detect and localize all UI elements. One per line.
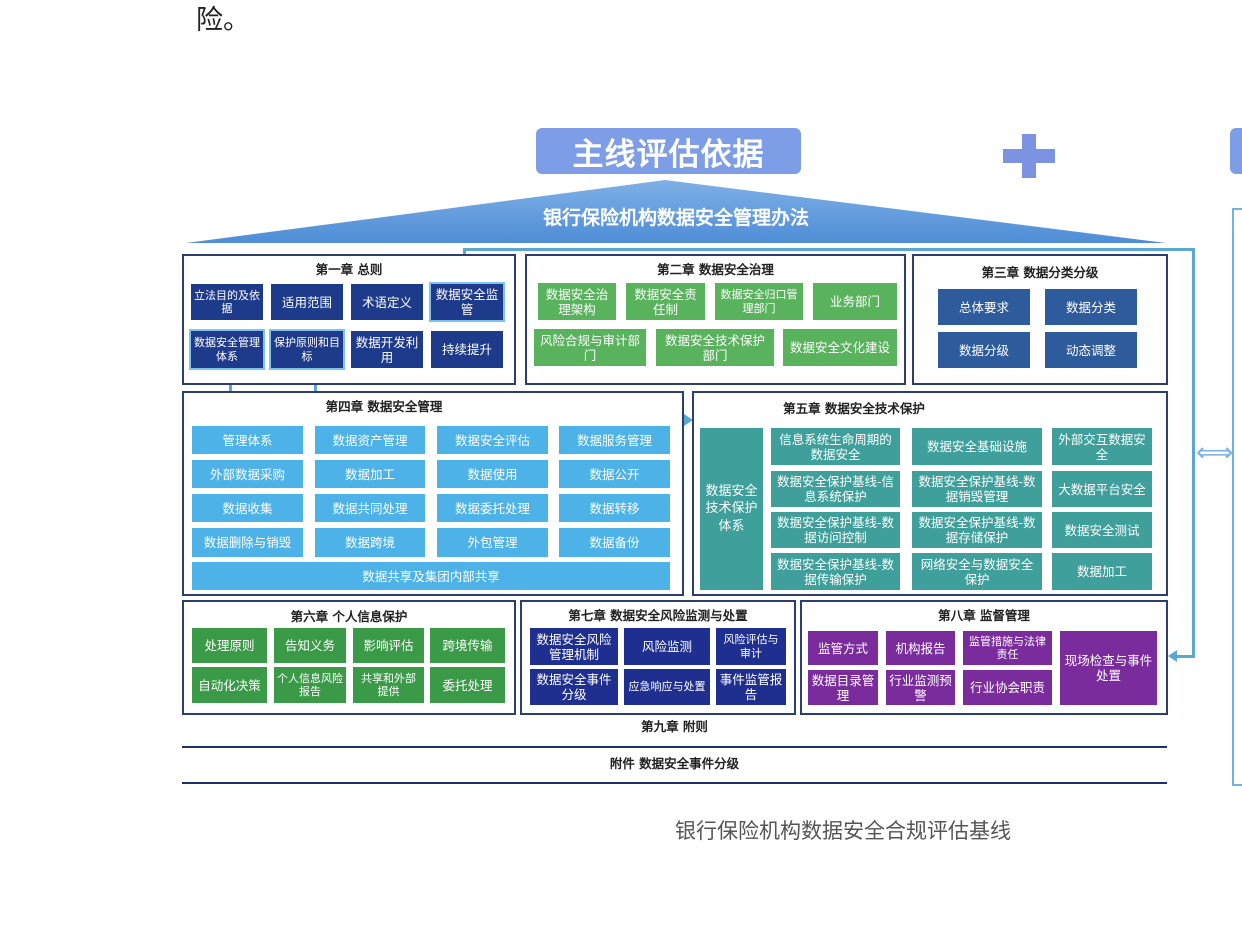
ch6-cell: 个人信息风险报告 xyxy=(274,667,346,703)
connector xyxy=(1192,248,1195,658)
ch1-cell: 数据安全监管 xyxy=(431,284,503,320)
ch4-cell: 数据收集 xyxy=(192,494,303,522)
arrow-icon xyxy=(1168,650,1177,662)
ch2-cell: 数据安全责任制 xyxy=(626,283,705,320)
ch7-cell: 数据安全事件分级 xyxy=(530,669,618,705)
chapter-title: 第三章 数据分类分级 xyxy=(981,265,1099,280)
ch5-cell: 数据安全保护基线-数据传输保护 xyxy=(771,553,900,590)
ch4-cell: 管理体系 xyxy=(192,426,303,454)
connector xyxy=(1176,655,1195,658)
ch4-cell: 数据使用 xyxy=(437,460,548,488)
chapter-title: 第一章 总则 xyxy=(315,262,383,277)
preceding-text: 险。 xyxy=(196,5,250,36)
ch1-cell: 数据开发利用 xyxy=(351,331,423,368)
ch5-cell: 数据安全保护基线-数据访问控制 xyxy=(771,512,900,548)
chapter-title: 第七章 数据安全风险监测与处置 xyxy=(568,608,748,623)
ch3-cell: 数据分类 xyxy=(1045,289,1137,325)
ch3-cell: 总体要求 xyxy=(938,289,1030,325)
ch2-cell: 数据安全治理架构 xyxy=(538,283,616,320)
arrow-icon xyxy=(684,414,693,426)
ch6-cell: 自动化决策 xyxy=(192,667,267,703)
ch5-cell: 数据安全测试 xyxy=(1052,512,1152,548)
ch5-cell: 数据加工 xyxy=(1052,553,1152,590)
ch4-cell: 数据删除与销毁 xyxy=(192,528,303,557)
ch1-cell: 适用范围 xyxy=(271,284,343,320)
ch6-cell: 处理原则 xyxy=(192,628,267,663)
ch8-cell: 行业协会职责 xyxy=(963,670,1052,705)
divider xyxy=(182,746,1167,748)
regulation-title: 银行保险机构数据安全管理办法 xyxy=(542,207,809,229)
ch6-cell: 委托处理 xyxy=(430,667,505,703)
ch5-cell: 大数据平台安全 xyxy=(1052,471,1152,507)
double-arrow-icon: ⟺ xyxy=(1196,438,1234,468)
ch5-cell: 数据安全保护基线-数据销毁管理 xyxy=(912,471,1042,507)
title-pill: 主线评估依据 xyxy=(536,128,801,174)
ch8-cell: 现场检查与事件处置 xyxy=(1060,631,1157,705)
ch1-cell: 数据安全管理体系 xyxy=(191,331,263,368)
ch7-cell: 应急响应与处置 xyxy=(624,669,710,705)
ch1-cell: 保护原则和目标 xyxy=(271,331,343,368)
ch5-cell: 数据安全基础设施 xyxy=(912,428,1042,465)
ch4-cell: 数据资产管理 xyxy=(315,426,425,454)
ch7-cell: 事件监管报告 xyxy=(716,669,786,705)
chapter-9: 第九章 附则 xyxy=(641,719,708,734)
ch2-cell: 数据安全技术保护部门 xyxy=(656,329,774,366)
ch2-cell: 数据安全文化建设 xyxy=(783,329,897,366)
chapter-title: 第八章 监督管理 xyxy=(938,608,1030,623)
ch4-cell: 数据共同处理 xyxy=(315,494,425,522)
plus-icon xyxy=(1003,134,1055,178)
ch4-cell: 数据服务管理 xyxy=(559,426,670,454)
ch6-cell: 共享和外部提供 xyxy=(353,667,424,703)
ch7-cell: 数据安全风险管理机制 xyxy=(530,628,618,665)
ch4-cell: 数据备份 xyxy=(559,528,670,557)
ch2-cell: 数据安全归口管理部门 xyxy=(715,283,803,320)
ch8-cell: 数据目录管理 xyxy=(808,670,878,705)
attachment-label: 附件 数据安全事件分级 xyxy=(609,756,740,771)
divider xyxy=(182,782,1167,784)
ch4-cell: 数据转移 xyxy=(559,494,670,522)
ch6-cell: 影响评估 xyxy=(353,628,424,663)
ch5-cell: 数据安全保护基线-数据存储保护 xyxy=(912,512,1042,548)
ch5-cell: 外部交互数据安全 xyxy=(1052,428,1152,465)
ch8-cell: 行业监测预警 xyxy=(886,670,955,705)
ch1-cell: 立法目的及依据 xyxy=(191,284,263,320)
chapter-title: 第五章 数据安全技术保护 xyxy=(783,401,925,416)
ch5-cell: 数据安全保护基线-信息系统保护 xyxy=(771,471,900,507)
ch2-cell: 风险合规与审计部门 xyxy=(534,329,646,366)
ch8-cell: 监管方式 xyxy=(808,631,878,665)
chapter-4: 第四章 数据安全管理 xyxy=(182,391,684,596)
ch8-cell: 监管措施与法律责任 xyxy=(963,631,1052,665)
ch5-cell: 信息系统生命周期的数据安全 xyxy=(771,428,900,465)
ch4-cell: 外部数据采购 xyxy=(192,460,303,488)
ch4-cell: 数据跨境 xyxy=(315,528,425,557)
ch4-cell: 数据委托处理 xyxy=(437,494,548,522)
connector xyxy=(463,248,1195,251)
ch8-cell: 机构报告 xyxy=(886,631,955,665)
right-panel-partial xyxy=(1232,208,1242,786)
ch5-cell: 网络安全与数据安全保护 xyxy=(912,553,1042,590)
chapter-title: 第六章 个人信息保护 xyxy=(290,609,408,624)
ch2-cell: 业务部门 xyxy=(813,283,897,320)
ch1-cell: 术语定义 xyxy=(351,284,423,320)
ch3-cell: 数据分级 xyxy=(938,332,1030,368)
ch4-cell: 外包管理 xyxy=(437,528,548,557)
ch3-cell: 动态调整 xyxy=(1045,332,1137,368)
ch1-cell: 持续提升 xyxy=(431,331,503,368)
ch4-cell: 数据共享及集团内部共享 xyxy=(192,562,670,590)
figure-caption: 银行保险机构数据安全合规评估基线 xyxy=(675,819,1011,843)
ch6-cell: 告知义务 xyxy=(274,628,346,663)
ch6-cell: 跨境传输 xyxy=(430,628,505,663)
right-pill-partial xyxy=(1230,128,1242,174)
ch5-side-cell: 数据安全技术保护体系 xyxy=(700,428,763,590)
ch4-cell: 数据公开 xyxy=(559,460,670,488)
ch7-cell: 风险评估与审计 xyxy=(716,628,786,665)
chapter-title: 第四章 数据安全管理 xyxy=(325,399,443,414)
ch4-cell: 数据加工 xyxy=(315,460,425,488)
roof-triangle xyxy=(186,180,1166,243)
ch4-cell: 数据安全评估 xyxy=(437,426,548,454)
ch7-cell: 风险监测 xyxy=(624,628,710,665)
chapter-title: 第二章 数据安全治理 xyxy=(657,262,774,277)
